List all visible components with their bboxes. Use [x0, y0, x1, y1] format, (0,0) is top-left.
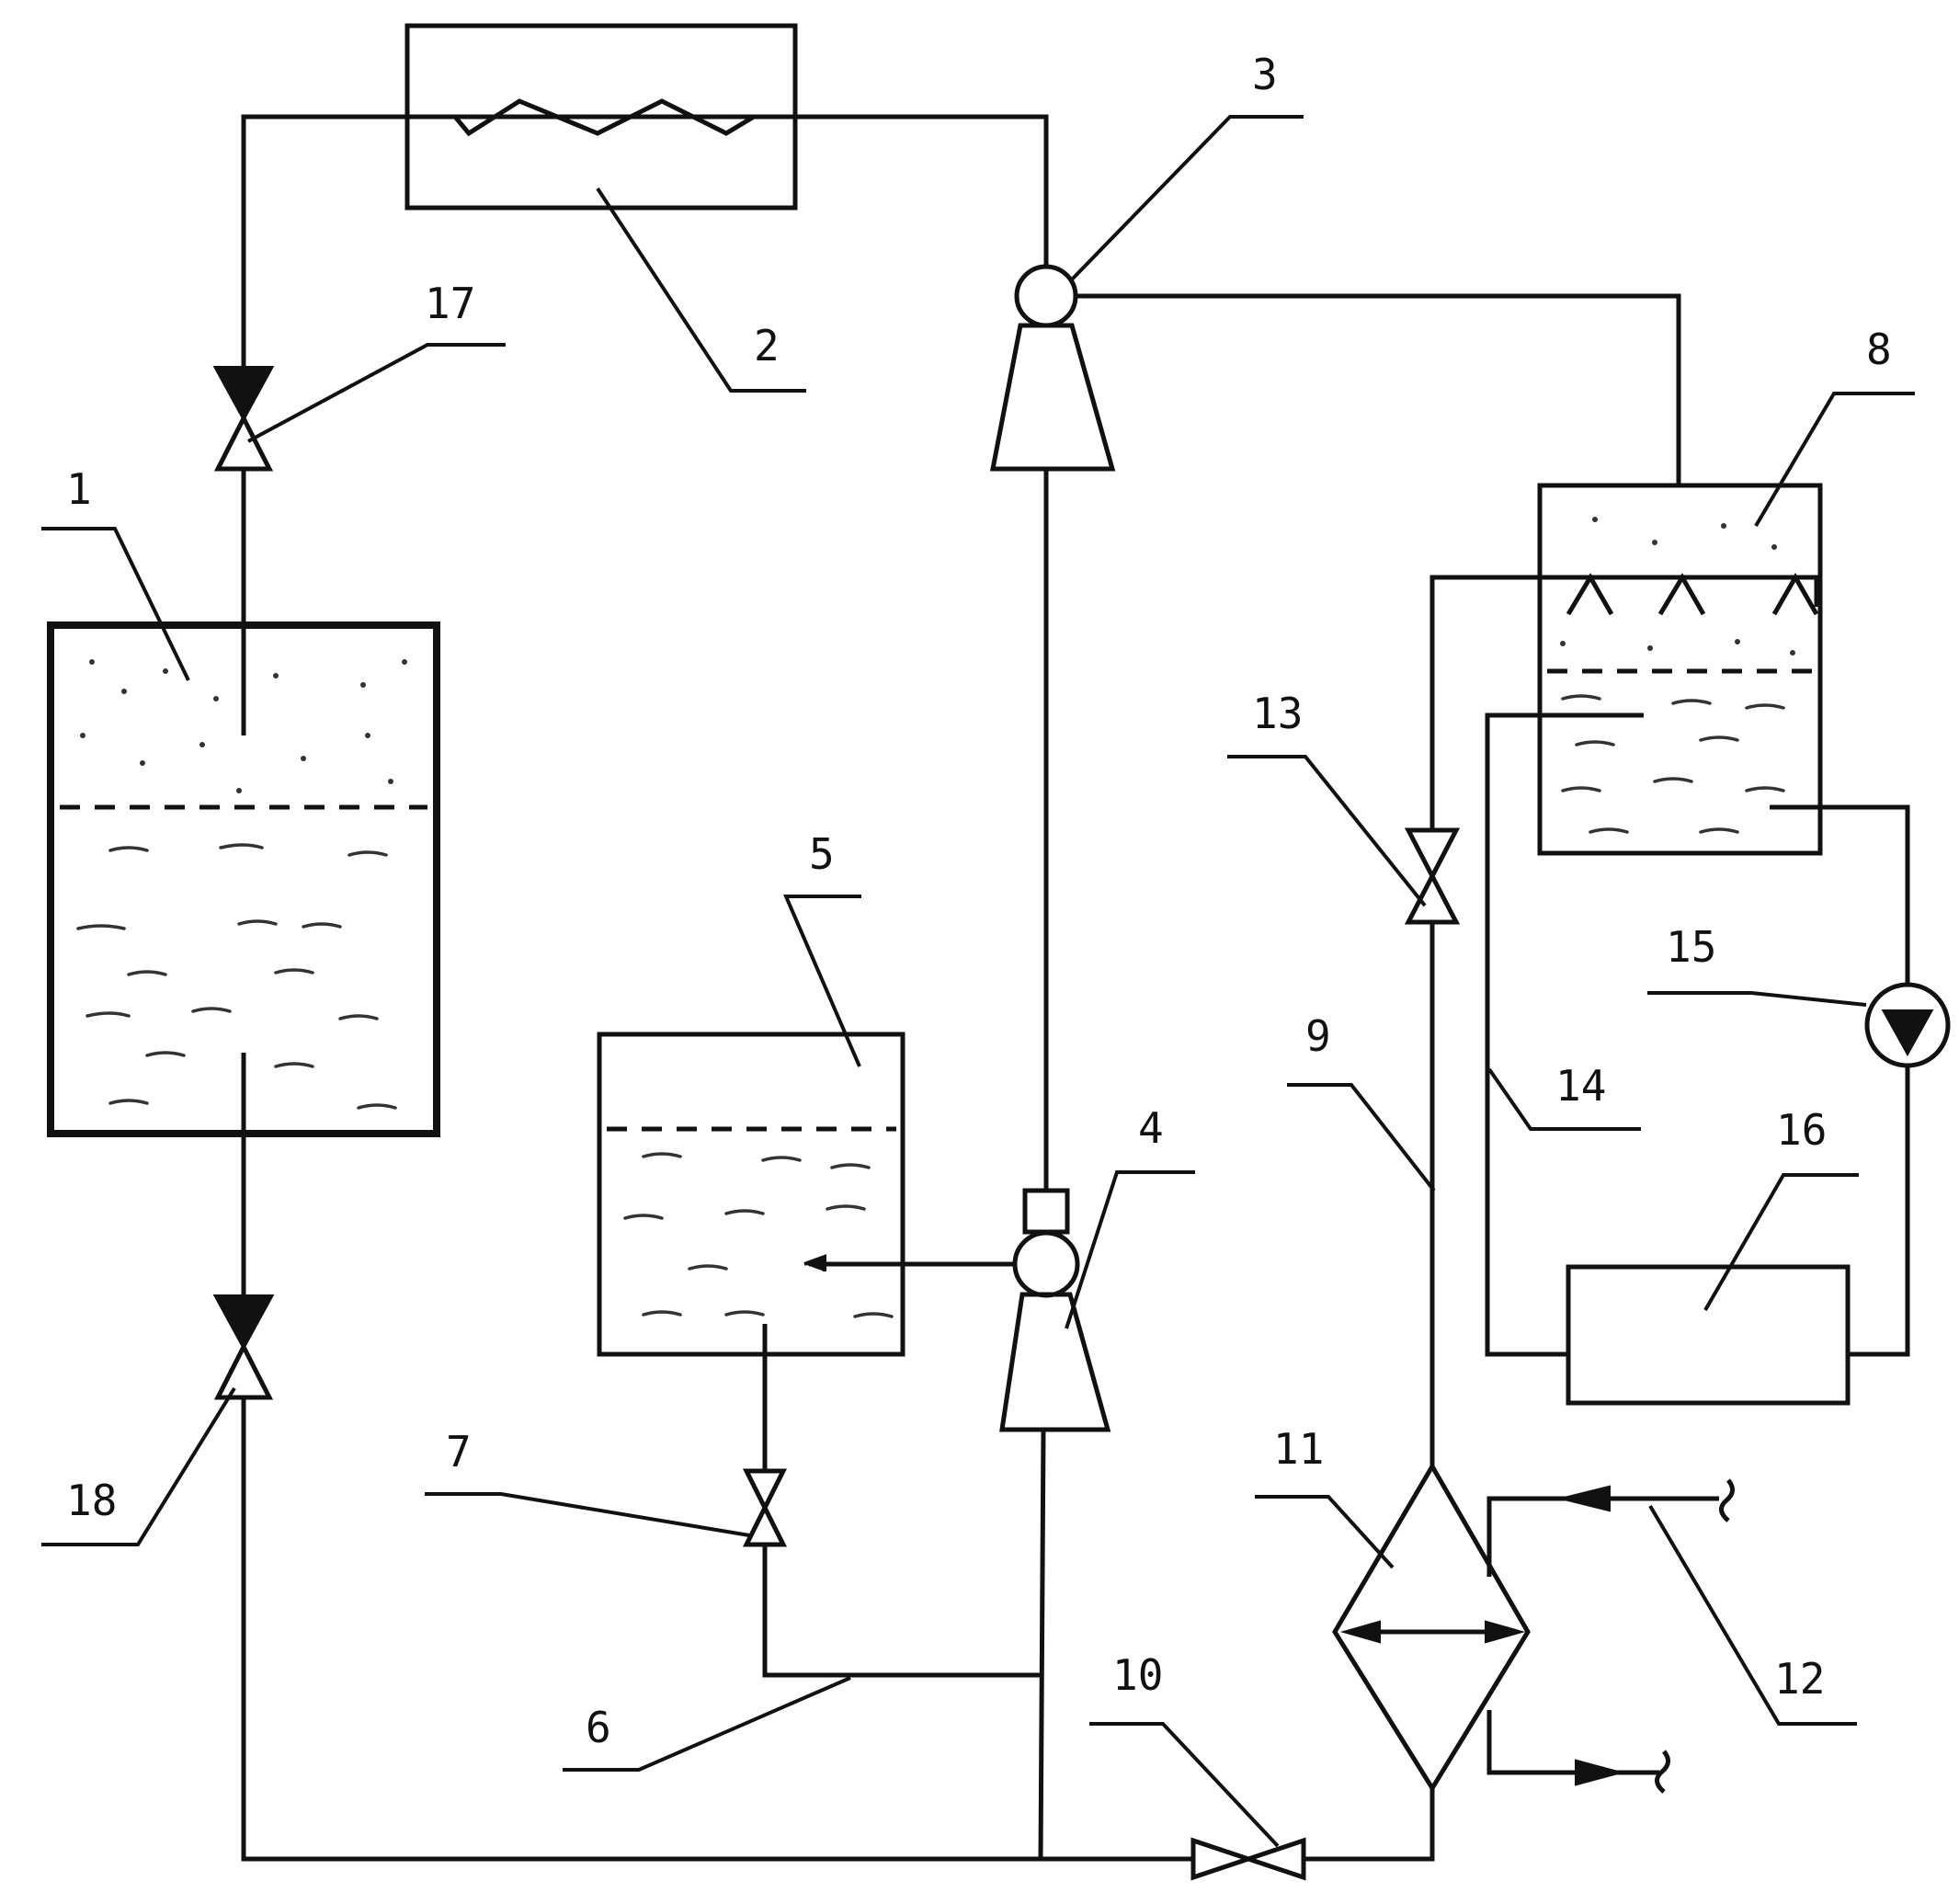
pipe-bottom	[244, 1370, 1193, 1859]
arrow-12-in	[1565, 1488, 1609, 1510]
label-9: 9	[1305, 1011, 1331, 1061]
ejector-4	[1002, 1191, 1108, 1430]
label-5: 5	[809, 829, 835, 879]
leader-lines	[41, 117, 1915, 1846]
label-2: 2	[754, 321, 780, 371]
tank-8	[1540, 485, 1820, 853]
heat-exchanger-11	[1335, 1466, 1528, 1788]
valve-18	[216, 1296, 271, 1397]
label-6: 6	[586, 1703, 611, 1752]
label-1: 1	[66, 464, 92, 514]
valve-7	[746, 1471, 783, 1545]
label-16: 16	[1776, 1105, 1827, 1155]
label-7: 7	[446, 1427, 472, 1476]
pipe-center-lower	[1041, 1430, 1043, 1859]
pipe-8-to-15	[1770, 807, 1908, 984]
label-4: 4	[1138, 1103, 1164, 1153]
squiggle-12-in	[1721, 1480, 1732, 1521]
label-3: 3	[1252, 50, 1278, 99]
label-10: 10	[1112, 1650, 1163, 1700]
pipelines	[244, 117, 1908, 1859]
arrow-into-5	[804, 1257, 825, 1271]
pipe-bottom-right	[1304, 1788, 1432, 1859]
label-12: 12	[1774, 1654, 1825, 1704]
valve-10	[1193, 1841, 1304, 1877]
label-17: 17	[425, 279, 475, 328]
pipe-6	[765, 1545, 1042, 1675]
label-13: 13	[1252, 689, 1303, 738]
label-8: 8	[1866, 325, 1892, 374]
pipe-14	[1487, 715, 1644, 1354]
spray-nozzle-b	[1660, 577, 1703, 614]
valve-13	[1408, 830, 1456, 922]
label-14: 14	[1555, 1061, 1606, 1111]
pipe-9-upper	[1432, 577, 1817, 830]
spray-nozzle-a	[1568, 577, 1612, 614]
valve-17	[216, 368, 271, 469]
label-15: 15	[1666, 922, 1716, 972]
label-11: 11	[1273, 1424, 1324, 1474]
unit-16	[1568, 1267, 1848, 1403]
pipe-12-out	[1489, 1710, 1646, 1773]
pipe-3-to-8	[1071, 296, 1679, 485]
pipe-15-to-16	[1848, 1066, 1908, 1354]
label-18: 18	[66, 1476, 117, 1525]
tank-5	[599, 1034, 903, 1354]
arrow-12-out	[1577, 1761, 1618, 1784]
pipe-12-in	[1489, 1499, 1646, 1577]
pump-15	[1867, 985, 1948, 1066]
spray-nozzle-c	[1774, 577, 1817, 614]
